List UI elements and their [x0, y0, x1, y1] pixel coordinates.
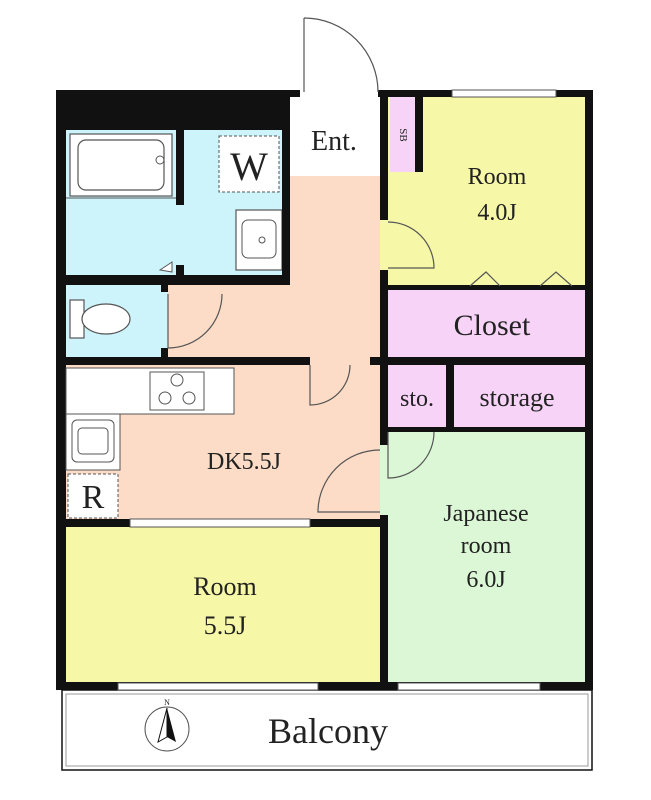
sink-icon — [235, 209, 283, 271]
dining-kitchen-label: DK5.5J — [207, 449, 281, 475]
small-storage-label: sto. — [400, 386, 434, 412]
shoe-box-label: SB — [397, 128, 409, 141]
corridor-floor — [168, 282, 380, 357]
japanese-room-label-1: Japanese — [443, 501, 528, 527]
room-south-label: Room — [193, 572, 257, 601]
toilet-icon — [69, 299, 131, 339]
bathtub-icon — [69, 133, 173, 197]
entrance-floor — [290, 97, 380, 176]
front-door-gap — [300, 88, 378, 98]
room-south-size: 5.5J — [204, 611, 247, 640]
washroom-label: W — [230, 144, 268, 189]
sto-floor — [388, 365, 446, 427]
room-north-size: 4.0J — [477, 200, 516, 226]
door-swings — [167, 221, 573, 513]
refrigerator-label: R — [82, 479, 105, 516]
front-door-swing — [303, 17, 379, 93]
hall-floor — [290, 176, 380, 286]
japanese-room-label-2: room — [461, 533, 512, 559]
balcony-area — [61, 689, 593, 771]
storage-label: storage — [479, 383, 554, 412]
washing-machine-space — [218, 135, 280, 193]
compass-label: N — [164, 698, 170, 707]
entrance-label: Ent. — [311, 126, 357, 157]
room-north-label: Room — [468, 164, 527, 190]
sb-floor — [390, 97, 415, 172]
kitchen-sink-icon — [71, 419, 115, 463]
room-55j-floor — [66, 527, 380, 682]
storage-floor — [454, 365, 585, 427]
closet-floor — [388, 290, 585, 357]
balcony-label: Balcony — [268, 711, 388, 751]
windows — [117, 89, 557, 691]
door-gaps — [161, 205, 388, 515]
japanese-room-size: 6.0J — [466, 567, 505, 593]
japanese-room-floor — [388, 432, 585, 682]
compass-icon: N — [144, 698, 190, 752]
stove-icon — [149, 371, 205, 411]
fridge-space — [67, 473, 119, 519]
closet-label: Closet — [454, 309, 531, 342]
